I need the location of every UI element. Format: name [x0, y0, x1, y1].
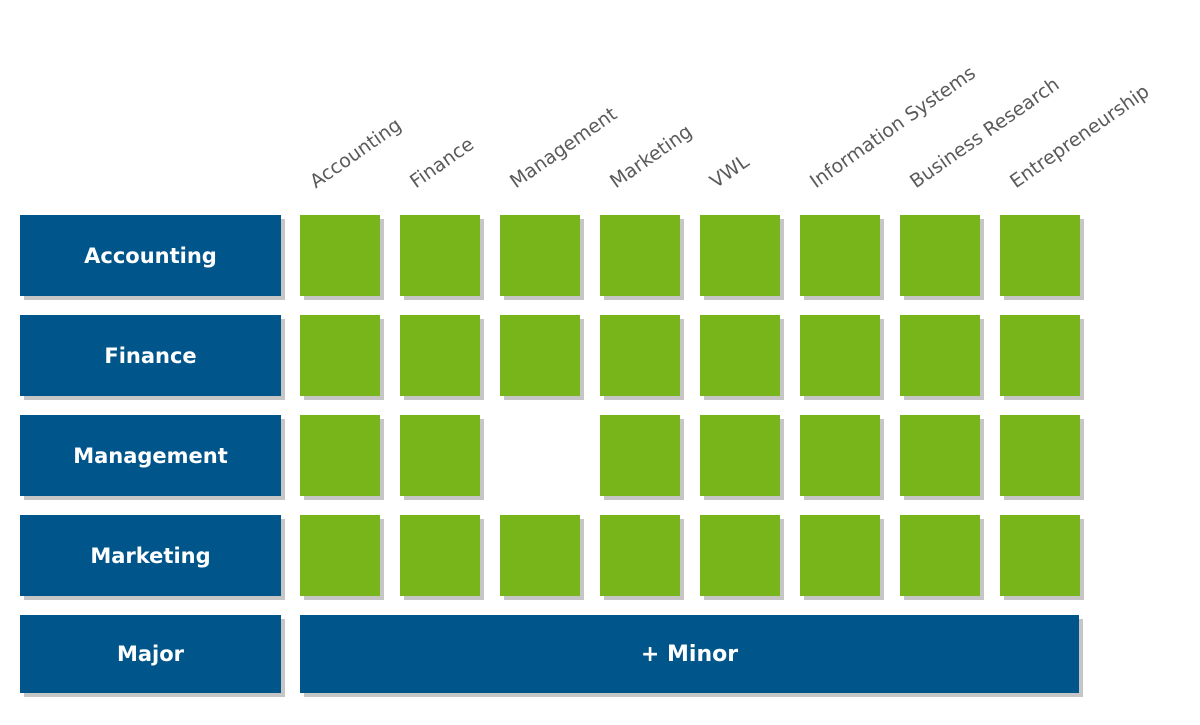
- matrix-cell-available: [800, 315, 880, 396]
- matrix-cell-available: [300, 515, 380, 596]
- minor-bar: + Minor: [300, 615, 1079, 693]
- matrix-cell-available: [700, 315, 780, 396]
- matrix-cell-available: [700, 415, 780, 496]
- matrix-cell-available: [900, 215, 980, 296]
- matrix-cell-available: [600, 215, 680, 296]
- row-label-finance: Finance: [20, 315, 281, 396]
- matrix-cell-available: [800, 415, 880, 496]
- matrix-cell-empty: [500, 415, 580, 496]
- matrix-cell-available: [700, 515, 780, 596]
- matrix-cell-available: [600, 415, 680, 496]
- matrix-cell-available: [800, 515, 880, 596]
- column-header-management: Management: [505, 103, 622, 193]
- matrix-cell-available: [300, 315, 380, 396]
- matrix-cell-available: [600, 315, 680, 396]
- matrix-cell-available: [600, 515, 680, 596]
- matrix-cell-available: [1000, 415, 1080, 496]
- column-header-marketing: Marketing: [605, 120, 697, 193]
- matrix-cell-available: [1000, 515, 1080, 596]
- matrix-cell-available: [900, 415, 980, 496]
- matrix-cell-available: [500, 515, 580, 596]
- column-header-finance: Finance: [405, 133, 479, 193]
- column-header-accounting: Accounting: [305, 113, 406, 193]
- matrix-cell-available: [300, 415, 380, 496]
- column-header-vwl: VWL: [705, 150, 754, 193]
- matrix-cell-available: [400, 315, 480, 396]
- matrix-cell-available: [700, 215, 780, 296]
- matrix-cell-available: [900, 315, 980, 396]
- matrix-cell-available: [900, 515, 980, 596]
- column-header-information-systems: Information Systems: [805, 61, 980, 193]
- matrix-cell-available: [1000, 315, 1080, 396]
- matrix-cell-available: [800, 215, 880, 296]
- matrix-cell-available: [400, 515, 480, 596]
- matrix-cell-available: [1000, 215, 1080, 296]
- row-label-accounting: Accounting: [20, 215, 281, 296]
- matrix-cell-available: [300, 215, 380, 296]
- matrix-cell-available: [400, 415, 480, 496]
- major-label: Major: [20, 615, 281, 693]
- matrix-cell-available: [500, 315, 580, 396]
- row-label-marketing: Marketing: [20, 515, 281, 596]
- matrix-cell-available: [400, 215, 480, 296]
- row-label-management: Management: [20, 415, 281, 496]
- matrix-cell-available: [500, 215, 580, 296]
